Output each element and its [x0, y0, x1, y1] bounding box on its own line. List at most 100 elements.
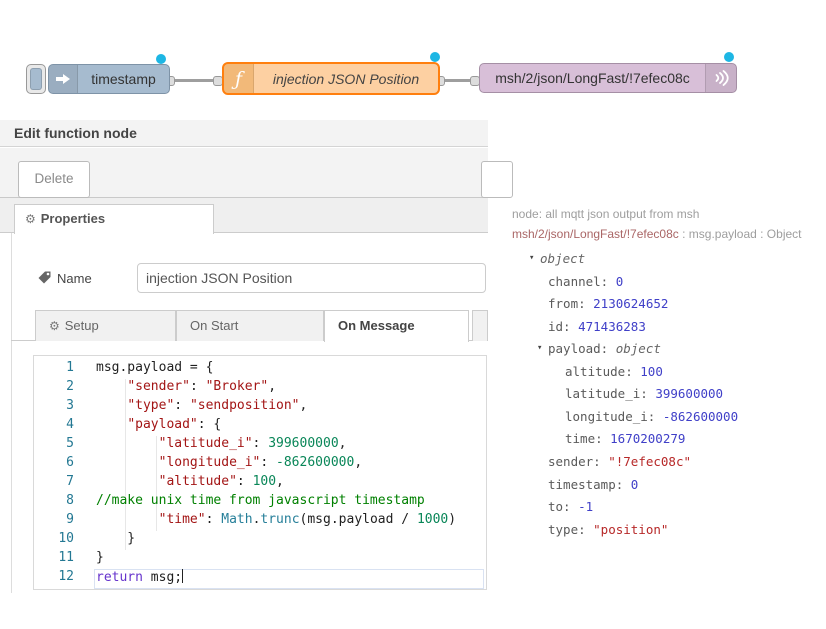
- debug-value: 1670200279: [610, 431, 686, 447]
- wire-function-mqtt[interactable]: [443, 79, 473, 82]
- cancel-button-cutoff[interactable]: [481, 161, 513, 198]
- debug-value: -1: [578, 499, 594, 515]
- gear-icon: ⚙: [49, 319, 60, 333]
- expander-arrow-icon[interactable]: ▾: [537, 343, 543, 354]
- debug-value: 399600000: [655, 386, 724, 402]
- function-node[interactable]: ƒ injection JSON Position: [222, 62, 440, 95]
- tab-on-start-label: On Start: [190, 318, 239, 333]
- debug-row[interactable]: ▾ object: [512, 251, 585, 273]
- mqtt-changed-dot: [724, 52, 734, 62]
- indent-guide: [125, 379, 126, 550]
- line-number: 8: [66, 493, 74, 508]
- line-number: 12: [58, 569, 74, 584]
- debug-row: latitude_i: 399600000: [512, 386, 723, 408]
- code-line: 9 "time": Math.trunc(msg.payload / 1000): [34, 512, 486, 531]
- debug-row: channel: 0: [512, 274, 623, 296]
- line-number: 10: [58, 531, 74, 546]
- line-number: 1: [66, 360, 74, 375]
- tab-on-message-label: On Message: [338, 318, 415, 333]
- debug-node-meta: node: all mqtt json output from msh: [512, 207, 700, 221]
- tab-setup[interactable]: ⚙ Setup: [35, 310, 176, 341]
- code-line: 2 "sender": "Broker",: [34, 379, 486, 398]
- debug-row: longitude_i: -862600000: [512, 409, 738, 431]
- code-line: 5 "latitude_i": 399600000,: [34, 436, 486, 455]
- code-line: 3 "type": "sendposition",: [34, 398, 486, 417]
- text-cursor: [182, 569, 184, 583]
- debug-key: time:: [565, 431, 611, 447]
- wire-inject-function[interactable]: [173, 79, 217, 82]
- debug-value: 471436283: [578, 318, 646, 334]
- debug-message-meta: msh/2/json/LongFast/!7efec08c : msg.payl…: [512, 227, 802, 241]
- debug-value: "!7efec08c": [608, 453, 692, 469]
- tab-on-message[interactable]: On Message: [324, 310, 469, 342]
- line-number: 9: [66, 512, 74, 527]
- inject-arrow-icon: [49, 65, 78, 93]
- debug-row: to: -1: [512, 499, 593, 521]
- debug-meta-suffix: : msg.payload : Object: [678, 227, 802, 241]
- inject-node[interactable]: timestamp: [48, 64, 170, 94]
- line-number: 2: [66, 379, 74, 394]
- dialog-title: Edit function node: [0, 120, 488, 147]
- inject-node-label: timestamp: [91, 71, 156, 87]
- debug-key: longitude_i:: [565, 408, 663, 424]
- code-line: 10 }: [34, 531, 486, 550]
- line-number: 7: [66, 474, 74, 489]
- mqtt-broadcast-icon: [705, 64, 736, 92]
- function-changed-dot: [430, 52, 440, 62]
- mqtt-node[interactable]: msh/2/json/LongFast/!7efec08c: [479, 63, 737, 93]
- debug-row: altitude: 100: [512, 364, 663, 386]
- debug-key: payload:: [548, 341, 616, 357]
- function-node-label: injection JSON Position: [272, 70, 420, 87]
- debug-key: to:: [548, 499, 579, 515]
- debug-value: 0: [615, 273, 624, 289]
- debug-key: type:: [548, 521, 594, 537]
- debug-topic: msh/2/json/LongFast/!7efec08c: [512, 227, 679, 241]
- indent-guide: [156, 436, 157, 531]
- tab-properties-label: Properties: [40, 211, 106, 226]
- line-number: 5: [66, 436, 74, 451]
- tab-cutoff[interactable]: [472, 310, 488, 341]
- line-number: 11: [58, 550, 74, 565]
- debug-row: timestamp: 0: [512, 477, 638, 499]
- name-field-label: Name: [38, 270, 92, 286]
- debug-row: from: 2130624652: [512, 296, 668, 318]
- debug-key: latitude_i:: [565, 386, 656, 402]
- expander-arrow-icon[interactable]: ▾: [529, 253, 535, 263]
- debug-type-label: object: [540, 251, 586, 266]
- code-line: 7 "altitude": 100,: [34, 474, 486, 493]
- name-input[interactable]: [137, 263, 486, 293]
- debug-key: sender:: [548, 453, 609, 469]
- dialog-left-border: [11, 233, 12, 593]
- tab-properties[interactable]: ⚙ Properties: [14, 204, 214, 234]
- debug-row: type: "position": [512, 522, 668, 544]
- mqtt-node-label: msh/2/json/LongFast/!7efec08c: [495, 70, 690, 86]
- line-number: 6: [66, 455, 74, 470]
- debug-type-label: object: [615, 341, 661, 357]
- delete-button[interactable]: Delete: [18, 161, 90, 198]
- debug-value: 100: [640, 363, 663, 379]
- line-number: 4: [66, 417, 74, 432]
- code-line: 4 "payload": {: [34, 417, 486, 436]
- tab-setup-label: Setup: [64, 318, 99, 333]
- code-line: 8//make unix time from javascript timest…: [34, 493, 486, 512]
- inject-trigger-inner: [30, 68, 42, 90]
- tab-on-start[interactable]: On Start: [176, 310, 324, 341]
- debug-value: 2130624652: [593, 296, 669, 312]
- debug-key: channel:: [548, 273, 616, 289]
- debug-row: time: 1670200279: [512, 431, 685, 453]
- debug-row: sender: "!7efec08c": [512, 454, 691, 476]
- inject-changed-dot: [156, 54, 166, 64]
- debug-row[interactable]: ▾ payload: object: [512, 341, 661, 363]
- debug-row: id: 471436283: [512, 319, 646, 341]
- code-line: 11}: [34, 550, 486, 569]
- debug-value: -862600000: [662, 408, 739, 424]
- debug-key: from:: [548, 296, 594, 312]
- inject-trigger-button[interactable]: [26, 64, 46, 94]
- gear-icon: ⚙: [25, 212, 36, 226]
- debug-key: id:: [548, 318, 579, 334]
- debug-key: timestamp:: [548, 476, 631, 492]
